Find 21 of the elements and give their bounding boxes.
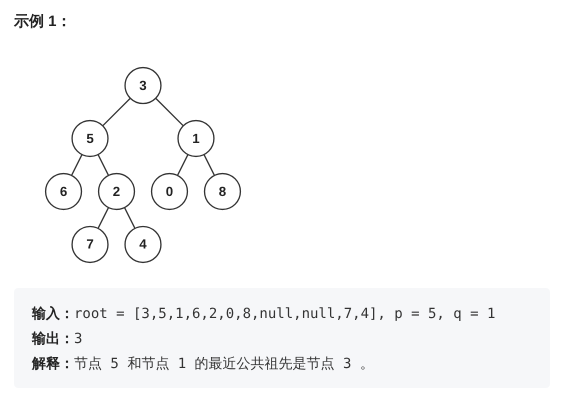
input-text: 输入：root = [3,5,1,6,2,0,8,null,null,7,4], p = 5, q = 1	[32, 304, 496, 323]
tree-edge-line	[70, 154, 83, 176]
tree-edge-line	[97, 207, 110, 229]
tree-node: 6	[44, 172, 82, 210]
tree-node: 2	[98, 172, 136, 210]
tree-node: 1	[177, 120, 215, 158]
tree-node: 7	[71, 226, 109, 264]
tree-node: 5	[71, 120, 109, 158]
tree-edge-line	[176, 154, 189, 176]
explanation-text: 解释：节点 5 和节点 1 的最近公共祖先是节点 3 。	[32, 354, 374, 373]
tree-edge-line	[102, 98, 131, 126]
tree-edge-line	[203, 154, 216, 176]
tree-edge-line	[124, 207, 136, 229]
tree-node: 4	[124, 226, 162, 264]
tree-node: 0	[150, 172, 188, 210]
heading: 示例 1：	[14, 12, 72, 31]
tree-edge-line	[155, 98, 184, 126]
tree-edge-line	[97, 154, 110, 176]
tree-node: 3	[124, 66, 162, 104]
output-text: 输出：3	[32, 329, 82, 348]
tree-node: 8	[204, 172, 242, 210]
